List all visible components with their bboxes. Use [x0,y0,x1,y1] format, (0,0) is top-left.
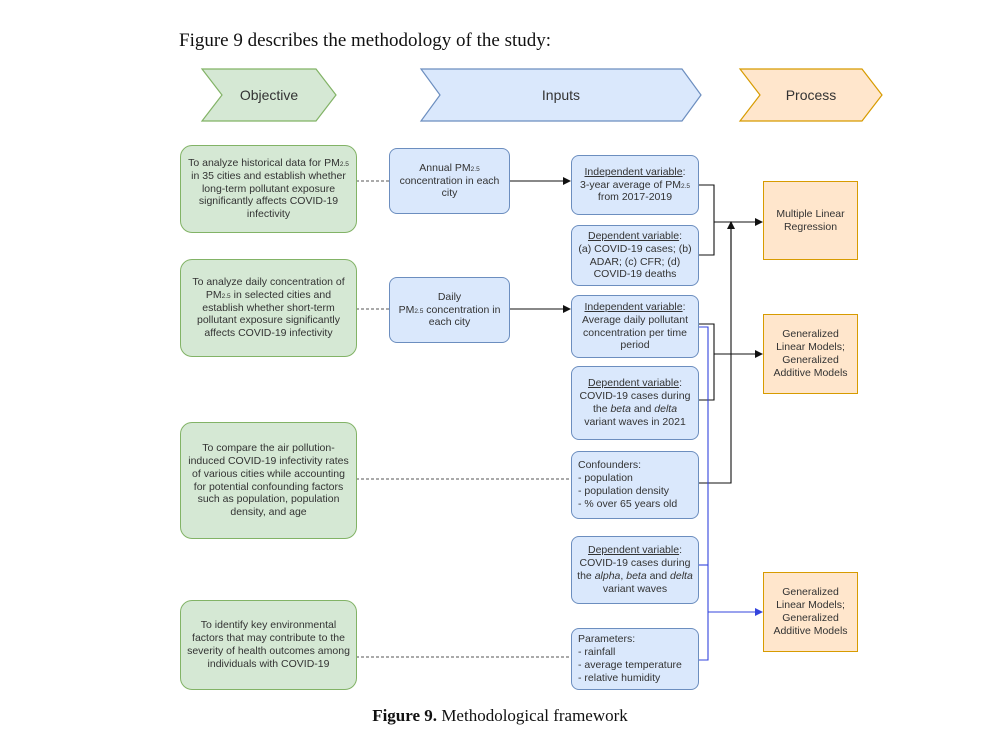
daily-pm-input-box: Daily PM2.5 concentration in each city [389,277,510,343]
process-glm-gam-2: Generalized Linear Models; Generalized A… [763,572,858,652]
header-process: Process [785,87,837,103]
parameter-item: - rainfall [578,646,616,659]
connector-confounders [699,222,732,484]
inputs-chevron [419,68,702,122]
dependent-variable-1-box: Dependent variable: (a) COVID-19 cases; … [571,225,699,286]
process-glm-gam-1: Generalized Linear Models; Generalized A… [763,314,858,394]
confounder-item: - % over 65 years old [578,497,678,510]
parameter-item: - average temperature [578,659,682,671]
independent-variable-2-box: Independent variable: Average daily poll… [571,295,699,358]
blue-connector-indep2 [699,326,709,612]
objective-4-box: To identify key environmental factors th… [180,600,357,690]
connector-dep1 [699,222,715,256]
figure-caption: Figure 9. Methodological framework [0,706,1000,726]
confounder-item: - population [578,472,633,485]
intro-sentence: Figure 9 describes the methodology of th… [179,30,552,51]
parameter-item: - relative humidity [578,671,661,684]
objective-1-box: To analyze historical data for PM2.5 in … [180,145,357,233]
blue-connector-parameters [699,612,709,661]
confounder-item: - population density [578,485,670,497]
independent-variable-1-box: Independent variable: 3-year average of … [571,155,699,215]
connector-indep1 [699,184,715,222]
parameters-box: Parameters: - rainfall - average tempera… [571,628,699,690]
caption-label: Figure 9. [372,706,438,725]
annual-pm-input-box: Annual PM2.5 concentration in each city [389,148,510,214]
caption-text: Methodological framework [441,706,628,725]
process-chevron [738,68,883,122]
confounders-box: Confounders: - population - population d… [571,451,699,519]
header-inputs: Inputs [541,87,581,103]
connector-indep2 [699,323,715,354]
connector-dep2 [699,354,715,401]
objective-2-box: To analyze daily concentration of PM2.5 … [180,259,357,357]
dependent-variable-2-box: Dependent variable: COVID-19 cases durin… [571,366,699,440]
process-multiple-linear-regression: Multiple Linear Regression [763,181,858,260]
header-objective: Objective [239,87,299,103]
dependent-variable-3-box: Dependent variable: COVID-19 cases durin… [571,536,699,604]
objective-chevron [200,68,337,122]
objective-3-box: To compare the air pollution-induced COV… [180,422,357,539]
